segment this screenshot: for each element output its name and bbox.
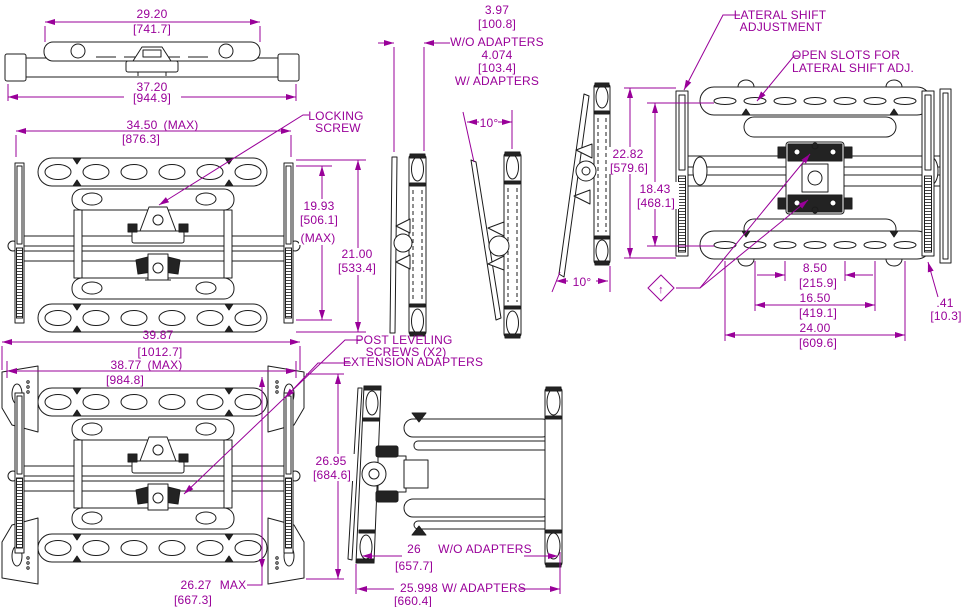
view-arm-side — [347, 385, 563, 568]
extension-adapters-leader — [284, 362, 351, 399]
post-leveling-screws — [135, 483, 181, 511]
dim-top-inner-in: 29.20 — [136, 7, 167, 21]
lateral-shift-leader — [683, 14, 740, 91]
dim-top-outer-in: 37.20 — [136, 80, 167, 94]
dim-adp-hmax-in: 26.27 — [180, 578, 211, 592]
dim-depth-w-in: 4.074 — [481, 48, 512, 62]
dim-ext-w-note: W/ ADAPTERS — [442, 581, 526, 595]
dim-top-outer-mm: [944.9] — [133, 91, 171, 105]
dim-adp-hmax-max: MAX — [220, 578, 247, 592]
dim-bracket-h-mm: [506.1] — [300, 213, 338, 227]
callout-locking-screw-2: SCREW — [315, 121, 361, 135]
dim-depth-w-note: W/ ADAPTERS — [455, 74, 539, 88]
dim-ext-wo-note: W/O ADAPTERS — [438, 542, 532, 556]
dim-rear-tilt-angle: 10° — [573, 275, 592, 289]
dim-ext-wo-mm: [657.7] — [395, 559, 433, 573]
dimension-text: 29.20 [741.7] 37.20 [944.9] 3.97 [100.8]… — [106, 3, 961, 607]
dim-top-inner-mm: [741.7] — [133, 22, 171, 36]
dim-rear-slot-h-mm: [468.1] — [637, 196, 675, 210]
dim-depth-wo-in: 3.97 — [485, 3, 509, 17]
open-slots-leader — [756, 55, 799, 102]
dim-ext-w-mm: [660.4] — [394, 594, 432, 607]
datum-leader — [699, 199, 809, 289]
top-view-hole — [218, 43, 234, 59]
dim-depth-w-mm: [103.4] — [478, 61, 516, 75]
post-leveling-leader — [183, 339, 361, 495]
dim-slot-a-mm: [215.9] — [799, 276, 837, 290]
callout-leaders — [158, 14, 811, 495]
dim-tilt-angle: 10° — [480, 116, 499, 130]
locking-screw-mechanism — [127, 206, 189, 244]
datum-symbol: ↑ — [658, 284, 664, 296]
dim-rear-h-in: 22.82 — [612, 147, 643, 161]
callout-locking-screw-1: LOCKING — [308, 109, 363, 123]
view-side-flat — [389, 153, 427, 337]
dim-ext-wo-in: 26 — [407, 542, 421, 556]
top-view-hole — [70, 43, 86, 59]
view-top — [4, 41, 300, 82]
dim-slot-b-in: 16.50 — [799, 291, 830, 305]
dim-slot-a-in: 8.50 — [803, 261, 827, 275]
dim-slot-c-in: 24.00 — [799, 321, 830, 335]
dim-front-h-mm: [533.4] — [338, 261, 376, 275]
lateral-shift-slots — [713, 241, 917, 249]
dim-adp-max-max: (MAX) — [148, 358, 183, 372]
view-rear-side-tilted — [558, 82, 611, 278]
lateral-shift-slots — [713, 97, 917, 105]
dim-bracket-h-max: (MAX) — [301, 231, 336, 245]
dim-ext-w-in: 25.998 — [400, 581, 438, 595]
dimension-lines — [1, 19, 939, 594]
dim-slot-c-mm: [609.6] — [799, 336, 837, 350]
view-front-adapters — [1, 365, 305, 585]
locking-screw-mechanism — [127, 436, 189, 474]
dim-rear-slot-h-in: 18.43 — [639, 182, 670, 196]
dim-adp-max-in: 38.77 — [110, 358, 141, 372]
dim-adp-hmax-mm: [667.3] — [174, 593, 212, 607]
dim-adp-outer-mm: [1012.7] — [138, 345, 183, 359]
dim-front-width-max: (MAX) — [164, 118, 199, 132]
dim-rear-h-mm: [579.6] — [610, 161, 648, 175]
locking-screw-leader — [158, 114, 309, 206]
callout-extension-adapters: EXTENSION ADAPTERS — [343, 355, 483, 369]
dim-rail-t-mm: [10.3] — [930, 309, 961, 323]
dim-adp-max-mm: [984.8] — [106, 373, 144, 387]
callout-post-leveling-1: POST LEVELING — [355, 333, 452, 347]
dim-slot-b-mm: [419.1] — [799, 306, 837, 320]
wall-attachment-mechanism — [777, 141, 853, 215]
leveling-mechanism — [135, 253, 181, 281]
view-rear — [675, 79, 952, 267]
callout-lateral-shift-2: ADJUSTMENT — [740, 20, 823, 34]
dim-depth-wo-mm: [100.8] — [478, 17, 516, 31]
dim-bracket-h-in: 19.93 — [303, 199, 334, 213]
datum-diamond — [647, 274, 675, 302]
dim-front-width-mm: [876.3] — [122, 132, 160, 146]
dim-front-h-in: 21.00 — [341, 247, 372, 261]
dim-depth-wo-note: W/O ADAPTERS — [450, 35, 544, 49]
dim-adp-outer-in: 39.87 — [142, 328, 173, 342]
view-side-tilted — [470, 151, 522, 339]
callout-lateral-shift-1: LATERAL SHIFT — [734, 8, 827, 22]
dim-adp-h-in: 26.95 — [315, 454, 346, 468]
callout-open-slots-1: OPEN SLOTS FOR — [792, 48, 900, 62]
dim-rail-t-in: .41 — [936, 296, 953, 310]
dim-front-width-in: 34.50 — [126, 118, 157, 132]
dim-adp-h-mm: [684.6] — [313, 468, 351, 482]
callout-open-slots-2: LATERAL SHIFT ADJ. — [792, 61, 914, 75]
callout-post-leveling-2: SCREWS (X2) — [366, 345, 447, 359]
text-backings — [124, 91, 679, 481]
view-front — [7, 157, 301, 333]
